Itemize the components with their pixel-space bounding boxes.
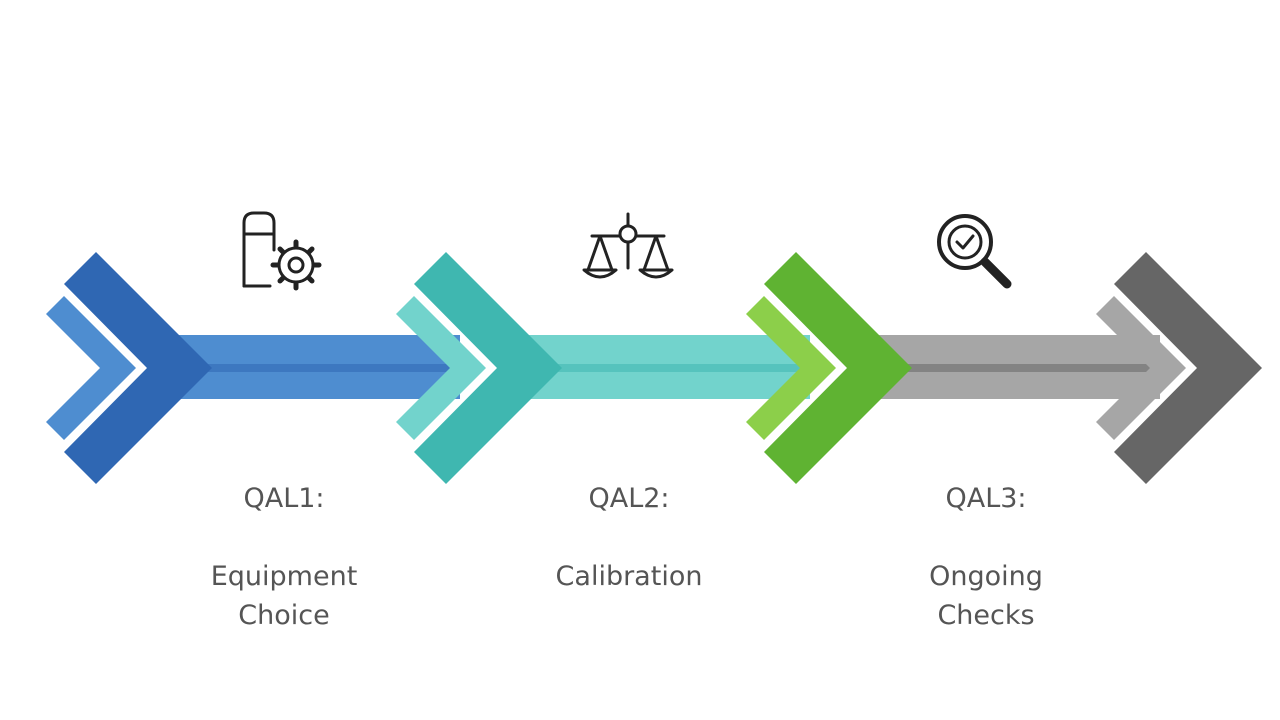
stage-2-band-stripe bbox=[520, 364, 810, 372]
stage-3-chevron-front bbox=[746, 296, 836, 440]
stage-1-label: QAL1: Equipment Choice bbox=[154, 440, 414, 674]
stage-3-label: QAL3: Ongoing Checks bbox=[856, 440, 1116, 674]
stage-1-chevron-front bbox=[46, 296, 136, 440]
stage-3-title: QAL3: bbox=[945, 483, 1027, 514]
end-chevron-front bbox=[1096, 296, 1186, 440]
stage-2-title: QAL2: bbox=[588, 483, 670, 514]
stage-3-arrow bbox=[746, 252, 1160, 484]
end-chevron-back bbox=[1114, 252, 1262, 484]
stage-3-chevron-back bbox=[764, 252, 912, 484]
stage-1-arrow bbox=[46, 252, 460, 484]
stage-1-band-stripe bbox=[160, 364, 460, 372]
stage-2-arrow bbox=[396, 252, 810, 484]
stage-2-subtitle: Calibration bbox=[555, 561, 703, 592]
magnifier-check-icon bbox=[937, 214, 1012, 289]
stage-3-subtitle: Ongoing Checks bbox=[929, 561, 1043, 631]
stage-2-label: QAL2: Calibration bbox=[499, 440, 759, 635]
stage-1-chevron-back bbox=[64, 252, 212, 484]
end-arrow bbox=[1096, 252, 1262, 484]
balance-scale-icon bbox=[582, 212, 674, 279]
stage-1-subtitle: Equipment Choice bbox=[210, 561, 358, 631]
stage-3-band-stripe bbox=[870, 364, 1160, 372]
equipment-gear-icon bbox=[242, 211, 322, 291]
stage-1-title: QAL1: bbox=[243, 483, 325, 514]
stage-2-chevron-back bbox=[414, 252, 562, 484]
stage-2-chevron-front bbox=[396, 296, 486, 440]
